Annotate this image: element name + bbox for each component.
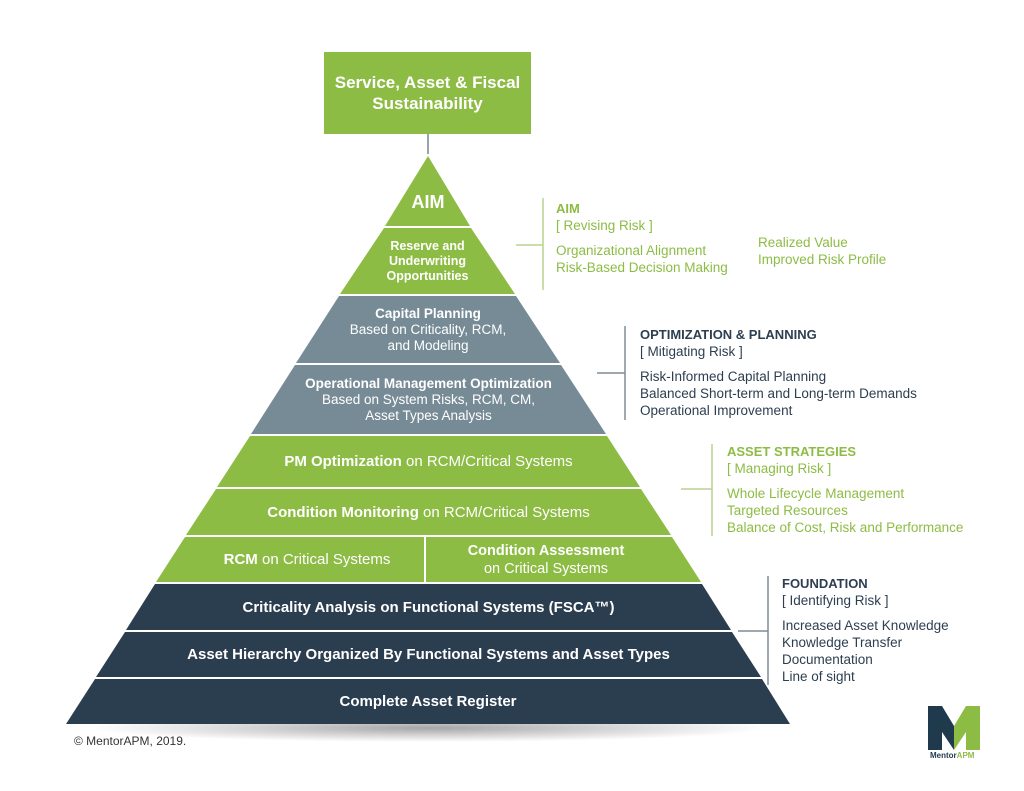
sustainability-box: Service, Asset & Fiscal Sustainability [324, 52, 531, 134]
tier-operational-line-1: Based on System Risks, RCM, CM, [321, 391, 536, 407]
tier-aim: AIM [385, 180, 471, 224]
side-aim-item: Risk-Based Decision Making [556, 260, 728, 275]
side-optimization-item: Operational Improvement [640, 403, 793, 418]
tier-cm-rest: on RCM/Critical Systems [418, 503, 590, 521]
side-foundation-item: Line of sight [782, 669, 855, 684]
side-foundation-item: Knowledge Transfer [782, 635, 903, 650]
copyright: © MentorAPM, 2019. [74, 734, 187, 748]
tier-criticality: Criticality Analysis on Functional Syste… [126, 585, 731, 630]
mentorapm-logo-icon [928, 706, 980, 750]
tier-hierarchy-shape [96, 632, 761, 677]
side-optimization-sub: [ Mitigating Risk ] [640, 344, 743, 359]
side-foundation: FOUNDATION [ Identifying Risk ] Increase… [782, 576, 1002, 685]
tier-reserve-line-1: Reserve and [390, 238, 465, 253]
side-strategies-item: Targeted Resources [727, 503, 848, 518]
side-aim-sub: [ Revising Risk ] [556, 218, 653, 233]
tier-rcm: RCM on Critical Systems [190, 538, 424, 582]
tier-pm: PM Optimization on RCM/Critical Systems [217, 437, 640, 487]
tier-rcm-bold: RCM [223, 551, 258, 568]
tier-pm-rest: on RCM/Critical Systems [401, 453, 573, 470]
side-strategies-title: ASSET STRATEGIES [727, 444, 857, 459]
side-optimization: OPTIMIZATION & PLANNING [ Mitigating Ris… [640, 327, 960, 419]
top-connector [427, 134, 429, 154]
tier-operational-shape [251, 365, 606, 434]
tier-hierarchy-label: Asset Hierarchy Organized By Functional … [187, 646, 670, 663]
tier-operational-title: Operational Management Optimization [305, 375, 552, 391]
sustainability-line-2: Sustainability [372, 94, 483, 113]
tier-capital-line-1: Based on Criticality, RCM, [349, 321, 507, 337]
tier-reserve-shape [340, 228, 515, 294]
side-aim: AIM [ Revising Risk ] Organizational Ali… [556, 201, 916, 276]
tier-reserve: Reserve and Underwriting Opportunities [340, 230, 515, 292]
side-aim-item: Organizational Alignment [556, 243, 707, 258]
tier-cm-bold: Condition Monitoring [267, 503, 419, 521]
logo-text-mentor: Mentor [930, 751, 957, 760]
tier-ca-rest: on Critical Systems [483, 561, 609, 577]
tier-hierarchy: Asset Hierarchy Organized By Functional … [96, 633, 761, 677]
tier-register-shape [66, 679, 790, 724]
side-foundation-sub: [ Identifying Risk ] [782, 593, 889, 608]
tier-cm-shape [186, 489, 671, 535]
side-strategies: ASSET STRATEGIES [ Managing Risk ] Whole… [727, 444, 1017, 536]
tier-aim-shape [385, 156, 470, 226]
tier-cm: Condition Monitoring on RCM/Critical Sys… [186, 490, 671, 535]
side-aim-item: Improved Risk Profile [758, 252, 887, 267]
tier-capital-shape [296, 296, 560, 363]
side-aim-item: Realized Value [758, 235, 848, 250]
tier-operational-line-2: Asset Types Analysis [365, 407, 492, 423]
tier-criticality-shape [126, 584, 731, 630]
side-strategies-item: Whole Lifecycle Management [727, 486, 905, 501]
tier-rcm-rest: on Critical Systems [257, 551, 391, 568]
tier-ca-title: Condition Assessment [467, 543, 625, 559]
side-optimization-item: Balanced Short-term and Long-term Demand… [640, 386, 917, 401]
side-optimization-item: Risk-Informed Capital Planning [640, 369, 827, 384]
side-strategies-sub: [ Managing Risk ] [727, 461, 832, 476]
tier-capital: Capital Planning Based on Criticality, R… [296, 297, 560, 362]
tier-ca-shape [426, 537, 701, 582]
side-optimization-title: OPTIMIZATION & PLANNING [640, 327, 817, 342]
side-foundation-title: FOUNDATION [782, 576, 868, 591]
side-foundation-item: Documentation [782, 652, 873, 667]
tier-ca: Condition Assessment on Critical Systems [426, 538, 666, 582]
side-strategies-item: Balance of Cost, Risk and Performance [727, 520, 964, 535]
tier-reserve-line-2: Underwriting [388, 253, 467, 268]
tier-register: Complete Asset Register [66, 680, 790, 724]
tier-pm-shape [217, 436, 640, 487]
side-foundation-item: Increased Asset Knowledge [782, 618, 949, 633]
tier-criticality-label: Criticality Analysis on Functional Syste… [242, 598, 615, 616]
tier-register-label: Complete Asset Register [339, 693, 517, 710]
tier-pm-bold: PM Optimization [284, 453, 402, 470]
logo-text-apm: APM [956, 751, 975, 760]
tier-operational: Operational Management Optimization Base… [251, 366, 606, 433]
logo-text: MentorAPM [930, 751, 974, 760]
tier-reserve-line-3: Opportunities [386, 268, 469, 283]
tier-aim-label: AIM [411, 192, 445, 212]
tier-capital-line-2: and Modeling [387, 337, 469, 353]
sustainability-line-1: Service, Asset & Fiscal [334, 73, 521, 92]
side-aim-title: AIM [556, 201, 580, 216]
tier-rcm-shape [156, 537, 424, 582]
tier-capital-title: Capital Planning [375, 305, 481, 321]
